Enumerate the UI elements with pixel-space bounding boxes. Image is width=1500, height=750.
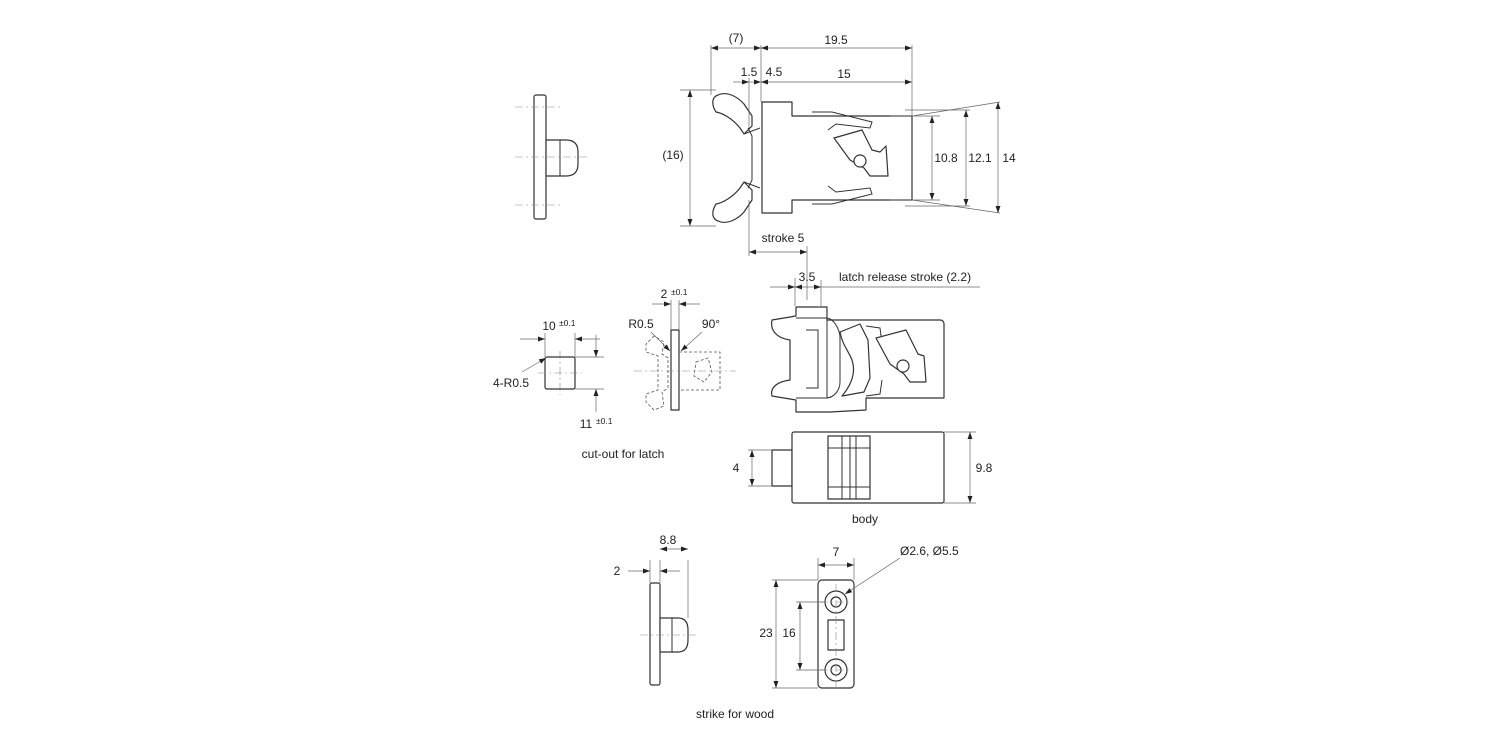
dim-7: (7) xyxy=(729,31,744,45)
body-height: 4 xyxy=(733,461,740,475)
dim-16: (16) xyxy=(662,148,683,162)
cutout-view: 10 ±0.1 4-R0.5 11 ±0.1 cut-out for latch xyxy=(493,318,664,461)
strike-overall: 23 xyxy=(759,626,773,640)
strike-pitch: 16 xyxy=(782,626,796,640)
panel-radius: R0.5 xyxy=(628,317,654,331)
cutout-width-tol: ±0.1 xyxy=(559,318,576,328)
strike-side-view: 2 8.8 xyxy=(614,533,698,686)
panel-thickness-tol: ±0.1 xyxy=(671,287,688,297)
dim-latch-release: latch release stroke (2.2) xyxy=(839,270,971,284)
dim-1-5: 1.5 xyxy=(741,65,758,79)
panel-thickness: 2 xyxy=(661,287,668,301)
dim-4-5: 4.5 xyxy=(766,65,783,79)
strike-width: 7 xyxy=(833,545,840,559)
dim-3-5: 3.5 xyxy=(799,270,816,284)
cutout-width: 10 xyxy=(542,319,556,333)
strike-thickness: 2 xyxy=(614,564,621,578)
strike-length: 8.8 xyxy=(660,533,677,547)
dim-stroke-5: stroke 5 xyxy=(762,231,805,245)
dim-14: 14 xyxy=(1002,151,1016,165)
caption-body: body xyxy=(852,512,878,526)
body-depth: 9.8 xyxy=(976,461,993,475)
strike-holes: Ø2.6, Ø5.5 xyxy=(900,544,959,558)
latch-released-view xyxy=(771,306,945,413)
strike-front-view: 7 Ø2.6, Ø5.5 23 16 strike for wood xyxy=(696,544,959,721)
cutout-height-tol: ±0.1 xyxy=(596,416,613,426)
panel-angle: 90° xyxy=(702,317,720,331)
panel-section-view: 2 ±0.1 R0.5 90° xyxy=(628,287,736,411)
latch-top-view: (7) 19.5 1.5 4.5 15 (16) 10.8 12.1 14 st… xyxy=(662,31,1016,306)
cutout-height: 11 xyxy=(580,417,593,431)
body-side-view: 4 9.8 body xyxy=(733,431,993,526)
strike-side-view-top xyxy=(515,94,590,220)
dim-19-5: 19.5 xyxy=(824,33,848,47)
dim-12-1: 12.1 xyxy=(968,151,992,165)
cutout-corner-radius: 4-R0.5 xyxy=(493,376,529,390)
dim-10-8: 10.8 xyxy=(934,151,958,165)
caption-cutout: cut-out for latch xyxy=(582,447,665,461)
dim-15: 15 xyxy=(837,67,851,81)
caption-strike: strike for wood xyxy=(696,707,774,721)
